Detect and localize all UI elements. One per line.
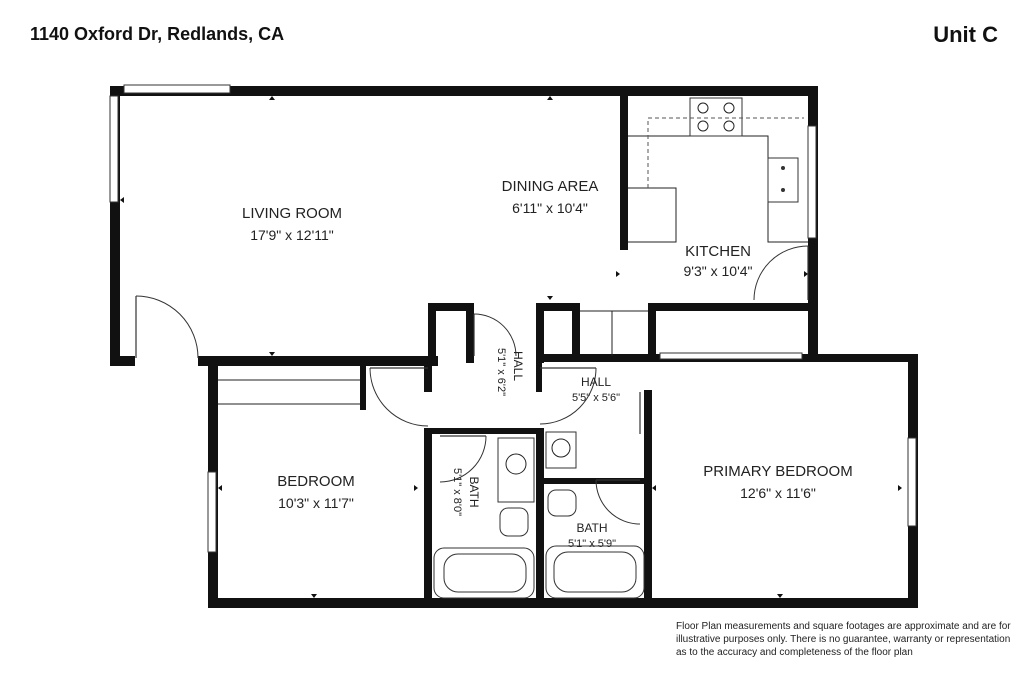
living-room-name: LIVING ROOM — [242, 205, 342, 222]
kitchen-name: KITCHEN — [685, 243, 751, 260]
bath-2-name: BATH — [576, 521, 607, 535]
hall-2-dims: 5'5" x 5'6" — [572, 392, 620, 404]
unit-label: Unit C — [933, 22, 998, 47]
kitchen-fixtures — [628, 97, 808, 243]
windows — [109, 84, 917, 553]
dimension-markers — [120, 96, 902, 598]
room-labels: LIVING ROOM 17'9" x 12'11" DINING AREA 6… — [242, 178, 853, 550]
bath-1-dims: 5'1" x 8'0" — [451, 468, 463, 516]
property-address: 1140 Oxford Dr, Redlands, CA — [30, 24, 285, 44]
doors — [135, 245, 809, 525]
bath-2-dims: 5'1" x 5'9" — [568, 538, 616, 550]
dining-area-name: DINING AREA — [502, 178, 599, 195]
hall-1-name: HALL — [511, 351, 525, 381]
disclaimer-text: Floor Plan measurements and square foota… — [676, 621, 1011, 658]
kitchen-dims: 9'3" x 10'4" — [684, 263, 753, 279]
hall-2-name: HALL — [581, 375, 611, 389]
bedroom-name: BEDROOM — [277, 473, 355, 490]
bath-fixtures — [433, 431, 645, 599]
bath-1-name: BATH — [467, 476, 481, 507]
living-room-dims: 17'9" x 12'11" — [250, 227, 334, 243]
primary-bedroom-dims: 12'6" x 11'6" — [740, 485, 816, 501]
hall-closet — [218, 310, 648, 410]
primary-bedroom-name: PRIMARY BEDROOM — [703, 463, 852, 480]
bedroom-dims: 10'3" x 11'7" — [278, 495, 354, 511]
hall-1-dims: 5'1" x 6'2" — [495, 348, 507, 396]
dining-area-dims: 6'11" x 10'4" — [512, 200, 588, 216]
